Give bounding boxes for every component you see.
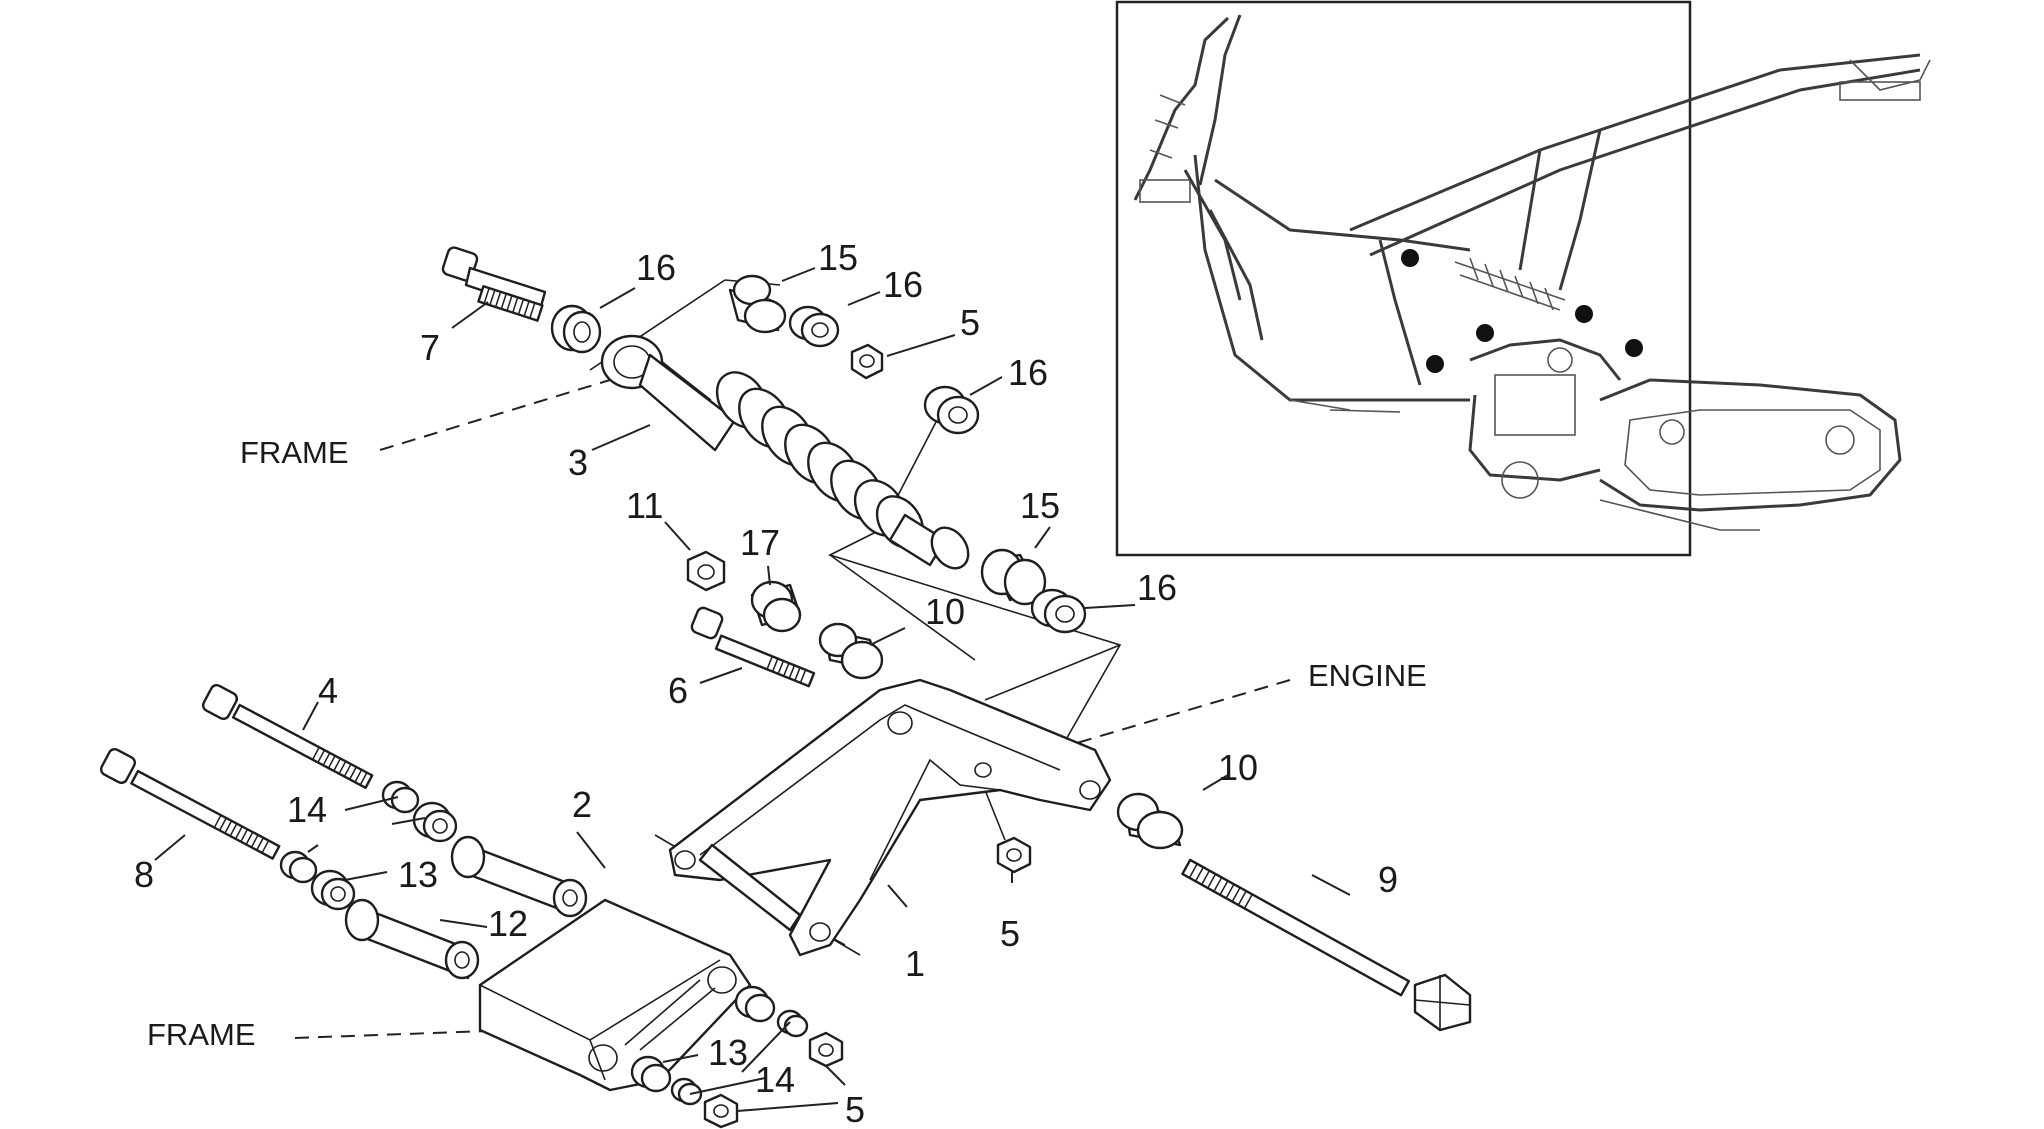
part-5-nut-bottom [703, 1093, 739, 1129]
part-13-collar-bottom [630, 1055, 672, 1093]
callout-5: 5 [1000, 913, 1020, 954]
callout-15: 15 [1020, 485, 1060, 526]
inset-frame-drawing [1133, 14, 1931, 531]
part-16-collar-lower [1030, 588, 1087, 634]
part-12-tube-upper [450, 835, 588, 918]
frame-bottom-reference-line [294, 1029, 516, 1039]
part-14-washer-upper [381, 780, 420, 814]
callout-5: 5 [960, 302, 980, 343]
mount-point-dot [1575, 305, 1593, 323]
part-7-bolt [441, 246, 547, 322]
part-14-washer-right [776, 1009, 809, 1038]
callout-12: 12 [488, 903, 528, 944]
callout-13: 13 [398, 854, 438, 895]
callout-7: 7 [420, 327, 440, 368]
part-12-tube-lower [344, 898, 480, 980]
part-13-collar-upper [412, 801, 458, 843]
part-4-bolt [201, 683, 374, 789]
part-6-bolt [690, 606, 816, 688]
frame-top-reference-line [379, 379, 611, 451]
callout-17: 17 [740, 522, 780, 563]
part-5-nut-right [808, 1031, 844, 1068]
callout-8: 8 [134, 854, 154, 895]
part-3-shock-absorber [600, 334, 970, 570]
callout-6: 6 [668, 670, 688, 711]
callout-labels: 7 16 15 16 5 16 3 11 17 15 16 10 6 4 10 … [134, 237, 1427, 1129]
callout-10: 10 [925, 591, 965, 632]
overview-inset [1115, 0, 1931, 557]
part-10-spacer-lower [1116, 792, 1184, 850]
callout-4: 4 [318, 670, 338, 711]
callout-13: 13 [708, 1032, 748, 1073]
callout-16: 16 [636, 247, 676, 288]
part-17-spacer [750, 580, 802, 633]
frame-label-top: FRAME [240, 435, 349, 470]
callout-14: 14 [755, 1059, 795, 1100]
part-16-collar-top [788, 305, 840, 348]
part-13-collar-right [734, 985, 776, 1023]
part-10-spacer-upper [818, 622, 884, 680]
part-1-swing-link [668, 678, 1112, 957]
mount-point-dot [1426, 355, 1444, 373]
part-5-nut-top [850, 343, 884, 380]
engine-label: ENGINE [1308, 658, 1427, 693]
callout-16: 16 [1008, 352, 1048, 393]
part-13-collar-lower [310, 869, 356, 911]
part-15-bushing-top [728, 274, 787, 334]
part-5-nut-middle [996, 836, 1032, 874]
engine-reference-line [1069, 679, 1291, 746]
part-14-washer-bottom [670, 1077, 703, 1106]
callout-11: 11 [626, 485, 663, 526]
frame-label-bottom: FRAME [147, 1017, 256, 1052]
mount-point-dot [1625, 339, 1643, 357]
part-16-collar-middle [923, 385, 980, 435]
callout-10: 10 [1218, 747, 1258, 788]
callout-3: 3 [568, 442, 588, 483]
callout-2: 2 [572, 784, 592, 825]
part-11-nut [686, 550, 726, 592]
part-9-long-bolt [1181, 858, 1472, 1032]
callout-9: 9 [1378, 859, 1398, 900]
callout-14: 14 [287, 789, 327, 830]
part-14-washer-lower [279, 850, 318, 884]
callout-16: 16 [1137, 567, 1177, 608]
callout-5: 5 [845, 1089, 865, 1129]
callout-16: 16 [883, 264, 923, 305]
mount-point-dot [1476, 324, 1494, 342]
mount-point-dot [1401, 249, 1419, 267]
callout-1: 1 [905, 943, 925, 984]
callout-15: 15 [818, 237, 858, 278]
part-15-bushing-lower [980, 548, 1047, 606]
leader-lines [154, 267, 1351, 1112]
part-16-collar-left [550, 304, 602, 354]
part-8-bolt [99, 747, 281, 860]
